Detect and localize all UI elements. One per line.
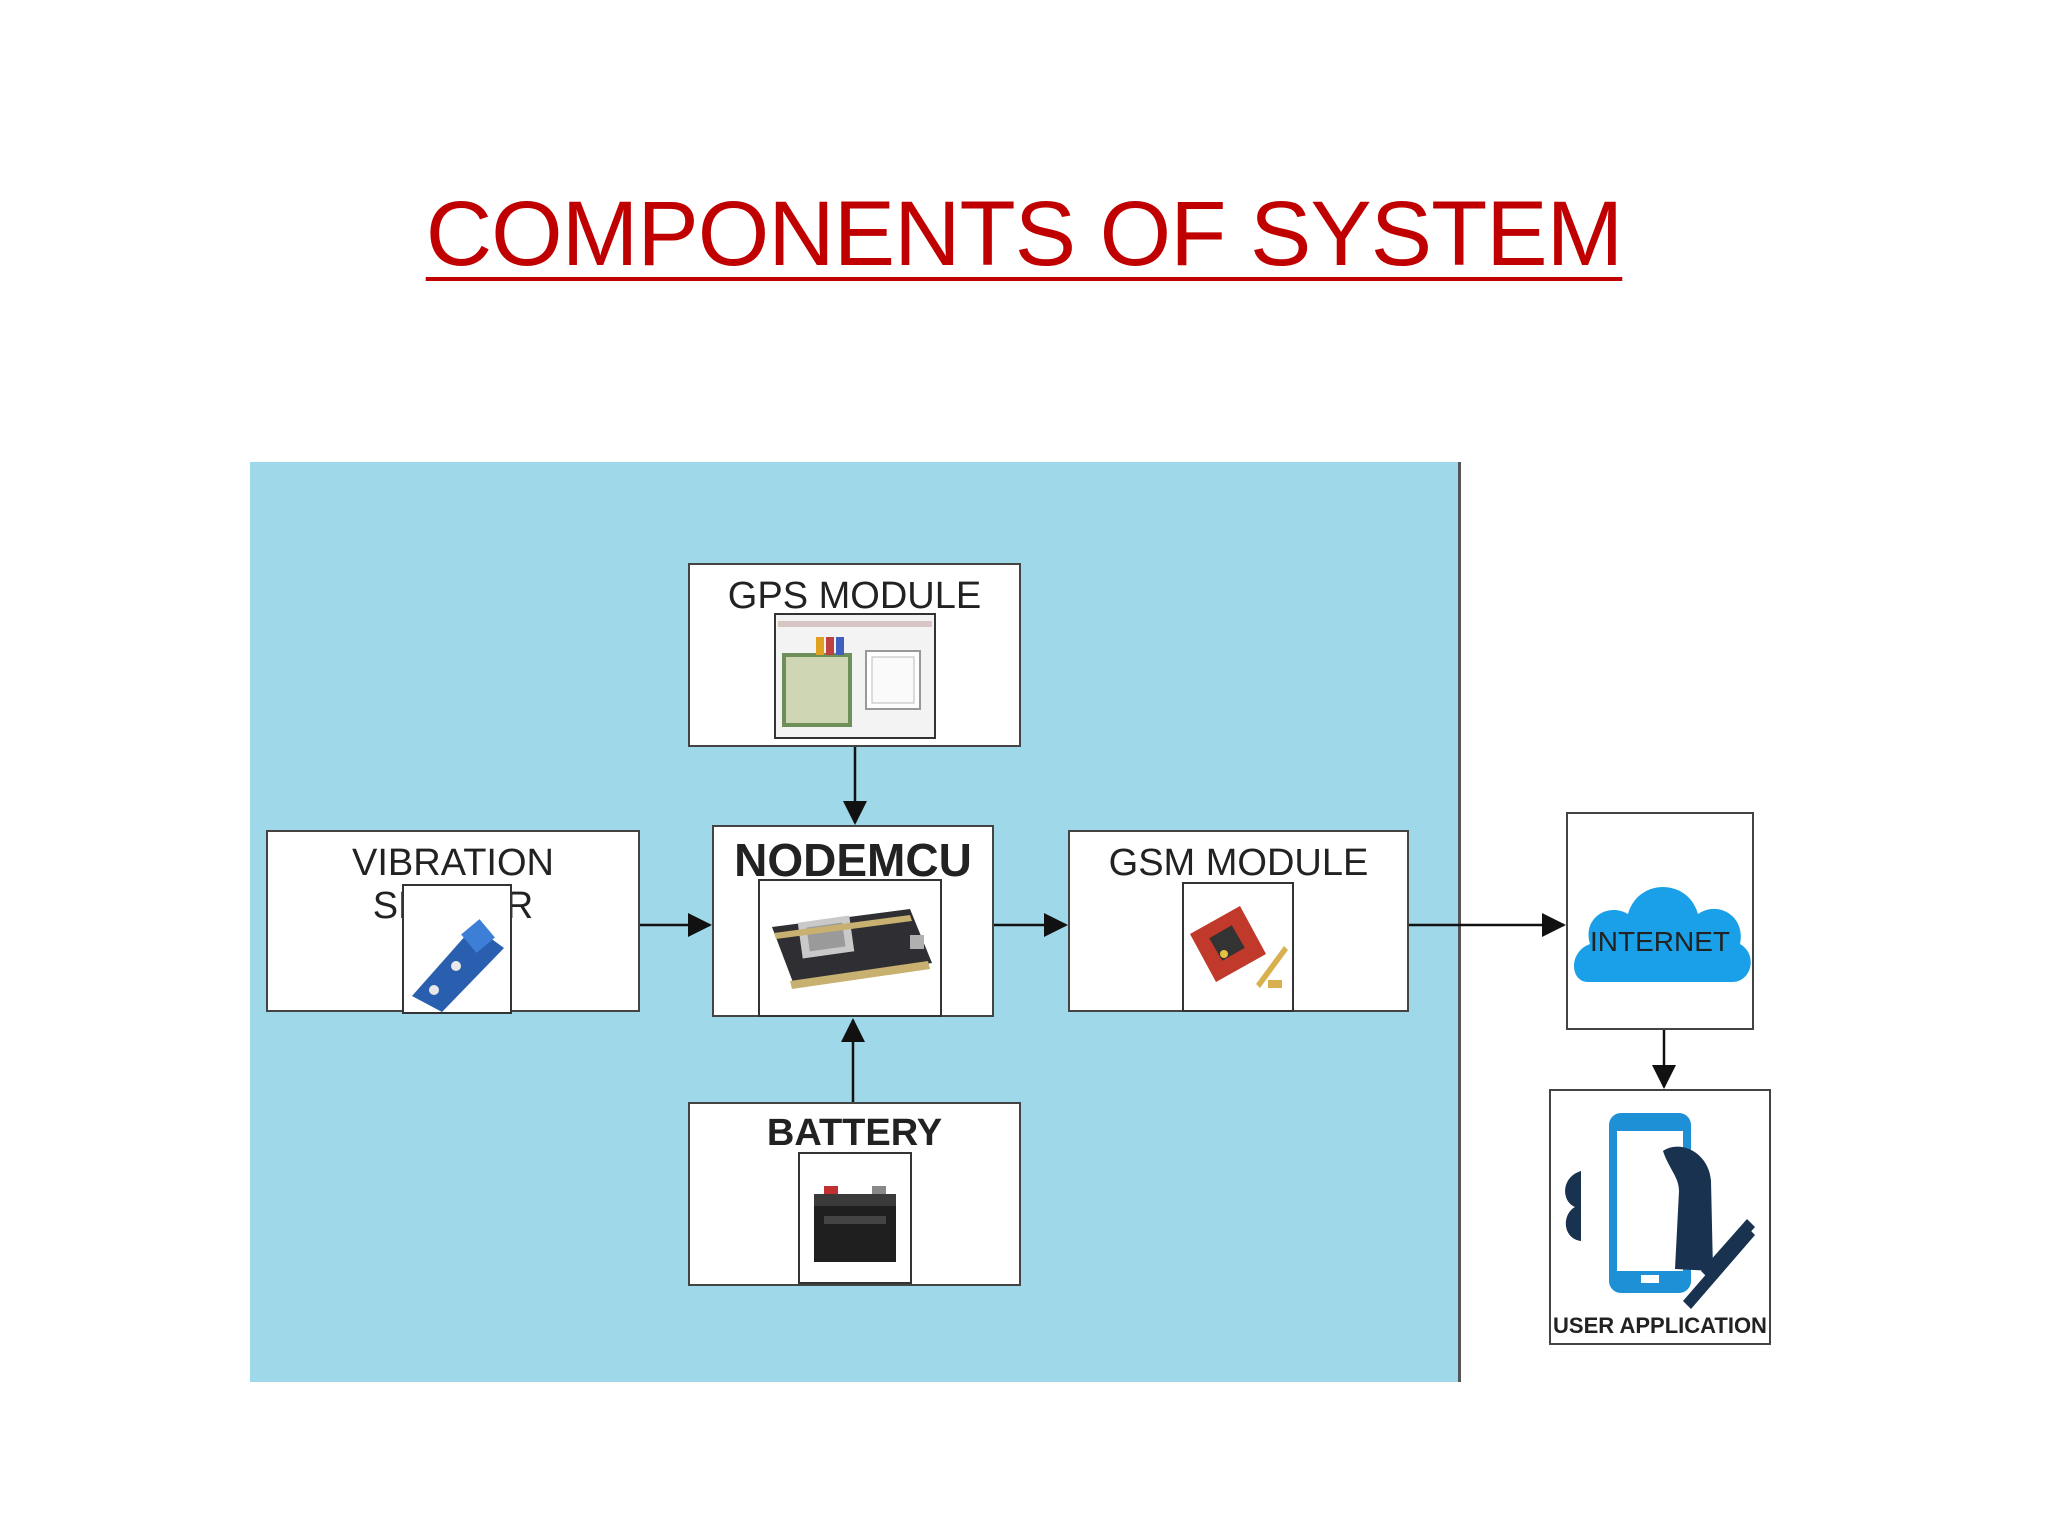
nodemcu-box: NODEMCU: [712, 825, 994, 1017]
battery-image: [798, 1152, 912, 1284]
gps-module-box: GPS MODULE: [688, 563, 1021, 747]
nodemcu-label: NODEMCU: [734, 834, 972, 886]
gsm-module-label: GSM MODULE: [1108, 842, 1369, 884]
battery-box: BATTERY: [688, 1102, 1021, 1286]
gsm-module-box: GSM MODULE: [1068, 830, 1409, 1012]
internet-label: INTERNET: [1590, 926, 1730, 957]
vibration-sensor-box: VIBRATION SENSOR: [266, 830, 640, 1014]
cloud-icon: [1574, 887, 1751, 982]
gsm-module-image: [1182, 882, 1294, 1012]
user-application-box: USER APPLICATION: [1549, 1089, 1771, 1345]
vibration-sensor-image: [402, 884, 512, 1014]
gps-module-image: [774, 613, 936, 739]
smartphone-hand-icon: [1565, 1113, 1755, 1309]
user-application-label: USER APPLICATION: [1553, 1313, 1767, 1338]
page-title: COMPONENTS OF SYSTEM: [425, 183, 1624, 285]
internet-box: INTERNET: [1566, 812, 1754, 1030]
nodemcu-image: [758, 879, 942, 1017]
battery-label: BATTERY: [766, 1112, 943, 1154]
gps-module-label: GPS MODULE: [727, 575, 982, 617]
